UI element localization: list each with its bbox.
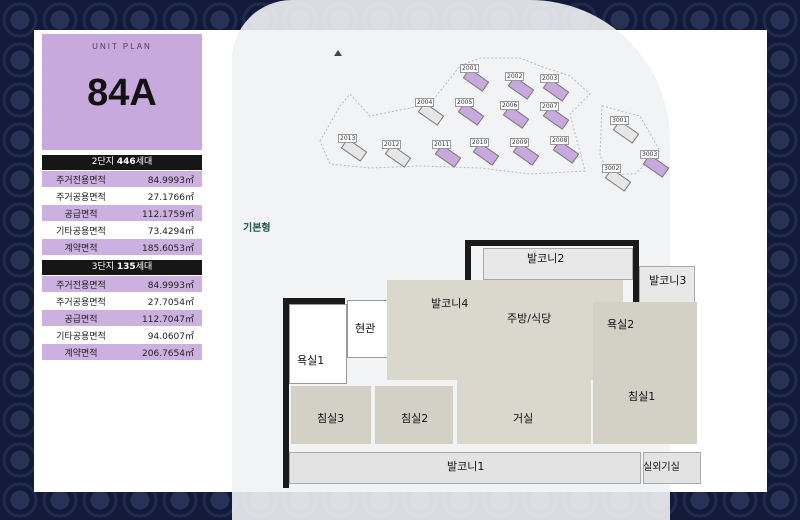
area-row: 기타공용면적 73.4294㎡ [42,222,202,238]
building-number: 2002 [505,72,525,81]
label-balcony1: 발코니1 [447,460,485,473]
area-row: 주거전용면적 84.9993㎡ [42,171,202,187]
building-number: 2010 [470,138,490,147]
room-balcony1 [289,452,641,484]
complex3-suffix: 세대 [135,262,153,272]
complex3-count: 135 [116,262,136,272]
complex2-count: 446 [116,157,136,167]
label-balcony4: 발코니4 [431,297,469,310]
site-outline [319,50,661,175]
label-kitchen: 주방/식당 [507,312,552,325]
wall [283,298,289,488]
area-label: 주거공용면적 [56,192,106,203]
area-value: 84.9993㎡ [147,175,194,186]
building-number: 2008 [550,136,570,145]
area-row: 주거공용면적 27.7054㎡ [42,293,202,309]
room-balcony2 [483,248,633,280]
area-label: 계약면적 [64,243,98,254]
label-bed1: 침실1 [628,390,656,403]
complex3-header: 3단지 135세대 [42,260,202,275]
room-bed2 [375,386,453,444]
label-bath2: 욕실2 [607,318,635,331]
wall [283,298,345,304]
complex2-suffix: 세대 [135,157,153,167]
label-bed2: 침실2 [401,412,429,425]
area-value: 27.7054㎡ [147,297,194,308]
floor-plan: 발코니2 발코니3 발코니4 현관 주방/식당 욕실2 욕실1 침실1 침실3 … [283,240,703,488]
building-number: 2009 [510,138,530,147]
area-label: 주거전용면적 [56,280,106,291]
building-number: 3002 [602,164,622,173]
complex2-name: 2단지 [91,157,117,167]
area-row: 기타공용면적 94.0607㎡ [42,327,202,343]
label-balcony2: 발코니2 [527,252,565,265]
wall [465,240,635,246]
area-value: 27.1766㎡ [147,192,194,203]
plan-type-label: 기본형 [243,223,271,234]
area-row: 공급면적 112.7047㎡ [42,310,202,326]
building-number: 2003 [540,74,560,83]
complex3-name: 3단지 [91,262,117,272]
room-bed1 [593,302,697,444]
site-map: 2001 2002 2003 2004 2005 2006 2007 2008 2009 2010… [310,46,670,192]
building-number: 3001 [610,116,630,125]
room-bed3 [291,386,371,444]
wall [465,240,471,295]
area-label: 기타공용면적 [56,226,106,237]
area-label: 주거공용면적 [56,297,106,308]
area-label: 주거전용면적 [56,175,106,186]
unit-type-code: 84A [87,72,157,114]
complex2-header: 2단지 446세대 [42,155,202,170]
building-number: 2006 [500,101,520,110]
area-row: 계약면적 185.6053㎡ [42,239,202,255]
area-value: 185.6053㎡ [142,243,194,254]
building-number: 2013 [338,134,358,143]
label-bed3: 침실3 [317,412,345,425]
unit-title-box: UNIT PLAN 84A [42,34,202,150]
label-outdoor-unit: 실외기실 [643,462,680,473]
area-label: 공급면적 [64,209,98,220]
area-label: 공급면적 [64,314,98,325]
area-value: 112.1759㎡ [142,209,194,220]
area-value: 84.9993㎡ [147,280,194,291]
area-value: 73.4294㎡ [147,226,194,237]
area-label: 계약면적 [64,348,98,359]
room-outdoor-unit [643,452,701,484]
building-number: 2007 [540,102,560,111]
area-value: 94.0607㎡ [147,331,194,342]
building-number: 2011 [432,140,452,149]
label-living: 거실 [513,412,534,425]
area-row: 계약면적 206.7654㎡ [42,344,202,360]
label-entrance: 현관 [355,322,376,335]
room-living [457,380,591,444]
area-row: 주거공용면적 27.1766㎡ [42,188,202,204]
area-value: 112.7047㎡ [142,314,194,325]
building-number: 2005 [455,98,475,107]
area-row: 주거전용면적 84.9993㎡ [42,276,202,292]
room-kitchen [387,280,623,380]
area-label: 기타공용면적 [56,331,106,342]
building-number: 3003 [640,150,660,159]
building-number: 2012 [382,140,402,149]
label-bath1: 욕실1 [297,354,325,367]
area-row: 공급면적 112.1759㎡ [42,205,202,221]
building-number: 2001 [460,64,480,73]
building-number: 2004 [415,98,435,107]
wall [633,240,639,302]
room-entrance [347,300,389,358]
room-bath1 [289,304,347,384]
unit-plan-kicker: UNIT PLAN [92,42,152,51]
area-value: 206.7654㎡ [142,348,194,359]
label-balcony3: 발코니3 [649,274,687,287]
